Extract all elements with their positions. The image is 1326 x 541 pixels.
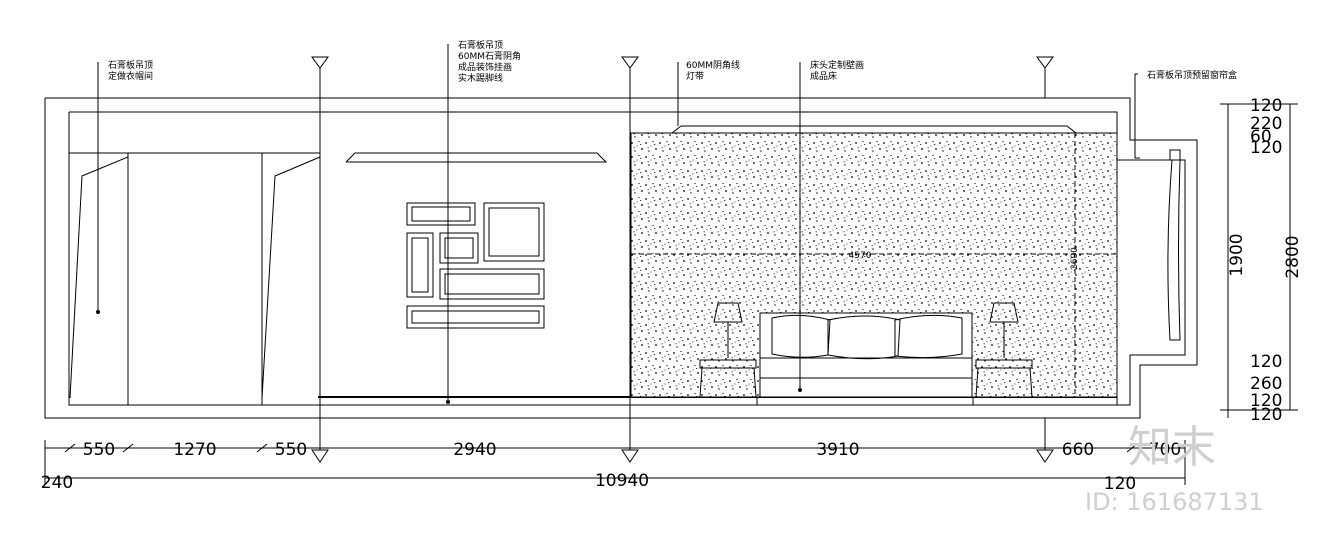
note-line: 成品床 [810,70,837,82]
dim-right-total: 2800 [1283,235,1303,278]
watermark: 知末 ID: 161687131 [1085,422,1264,516]
wall-height-label: 2690 [1070,247,1080,270]
dim-label: 3910 [816,440,859,460]
note-line: 实木踢脚线 [458,72,503,84]
nightstand-right [975,302,1033,398]
watermark-logo: 知末 [1128,422,1216,473]
dim-label: 120 [1250,391,1282,411]
annotation-far-right: 石膏板吊顶预留窗帘盒 [1147,69,1237,81]
section-markers [311,56,1054,463]
dim-label: 120 [1250,96,1282,116]
dim-left-offset: 240 [41,473,73,493]
dim-label: 260 [1250,374,1282,394]
leaders [96,44,1140,404]
note-line: 60MM石膏阴角 [458,50,521,62]
watermark-id: ID: 161687131 [1085,488,1264,516]
bed-set [699,302,1033,406]
dim-label: 120 [1250,138,1282,158]
picture-frames [406,202,545,329]
dim-label: 60 [1250,127,1272,147]
dim-label: 1270 [173,440,216,460]
dim-label: 1900 [1227,233,1247,276]
bottom-dimensions: 550 1270 550 2940 3910 660 700 10940 240… [41,440,1186,494]
dim-label: 700 [1149,440,1181,460]
note-line: 灯带 [686,71,704,82]
dim-label: 120 [1250,405,1282,425]
note-line: 定做衣帽间 [108,70,153,82]
dim-right-offset: 120 [1104,474,1136,494]
wardrobe [69,152,321,405]
dim-label: 120 [1250,352,1282,372]
note-line: 床头定制壁画 [810,59,864,71]
nightstand-left [699,302,757,398]
right-dimensions: 120 220 60 120 1900 120 260 120 120 2800 [1220,96,1303,425]
dim-label: 660 [1062,440,1094,460]
dim-ticks [64,443,1138,453]
dim-total: 10940 [595,471,649,491]
note-line: 成品装饰挂画 [458,61,512,73]
center-wall [345,152,608,329]
annotation-left: 石膏板吊顶 定做衣帽间 [108,59,153,82]
curtain [1167,149,1181,341]
dim-label: 550 [83,440,115,460]
note-line: 石膏板吊顶 [458,39,503,51]
annotation-center: 石膏板吊顶 60MM石膏阴角 成品装饰挂画 实木踢脚线 [458,39,521,84]
annotation-right-a: 60MM阴角线 灯带 [686,59,740,82]
wall-width-label: 4570 [849,251,872,261]
annotation-right-b: 床头定制壁画 成品床 [810,59,864,82]
note-line: 石膏板吊顶 [108,59,153,71]
dim-label: 550 [275,440,307,460]
note-line: 60MM阴角线 [686,59,740,71]
dim-label: 220 [1250,114,1282,134]
dim-label: 2940 [453,440,496,460]
